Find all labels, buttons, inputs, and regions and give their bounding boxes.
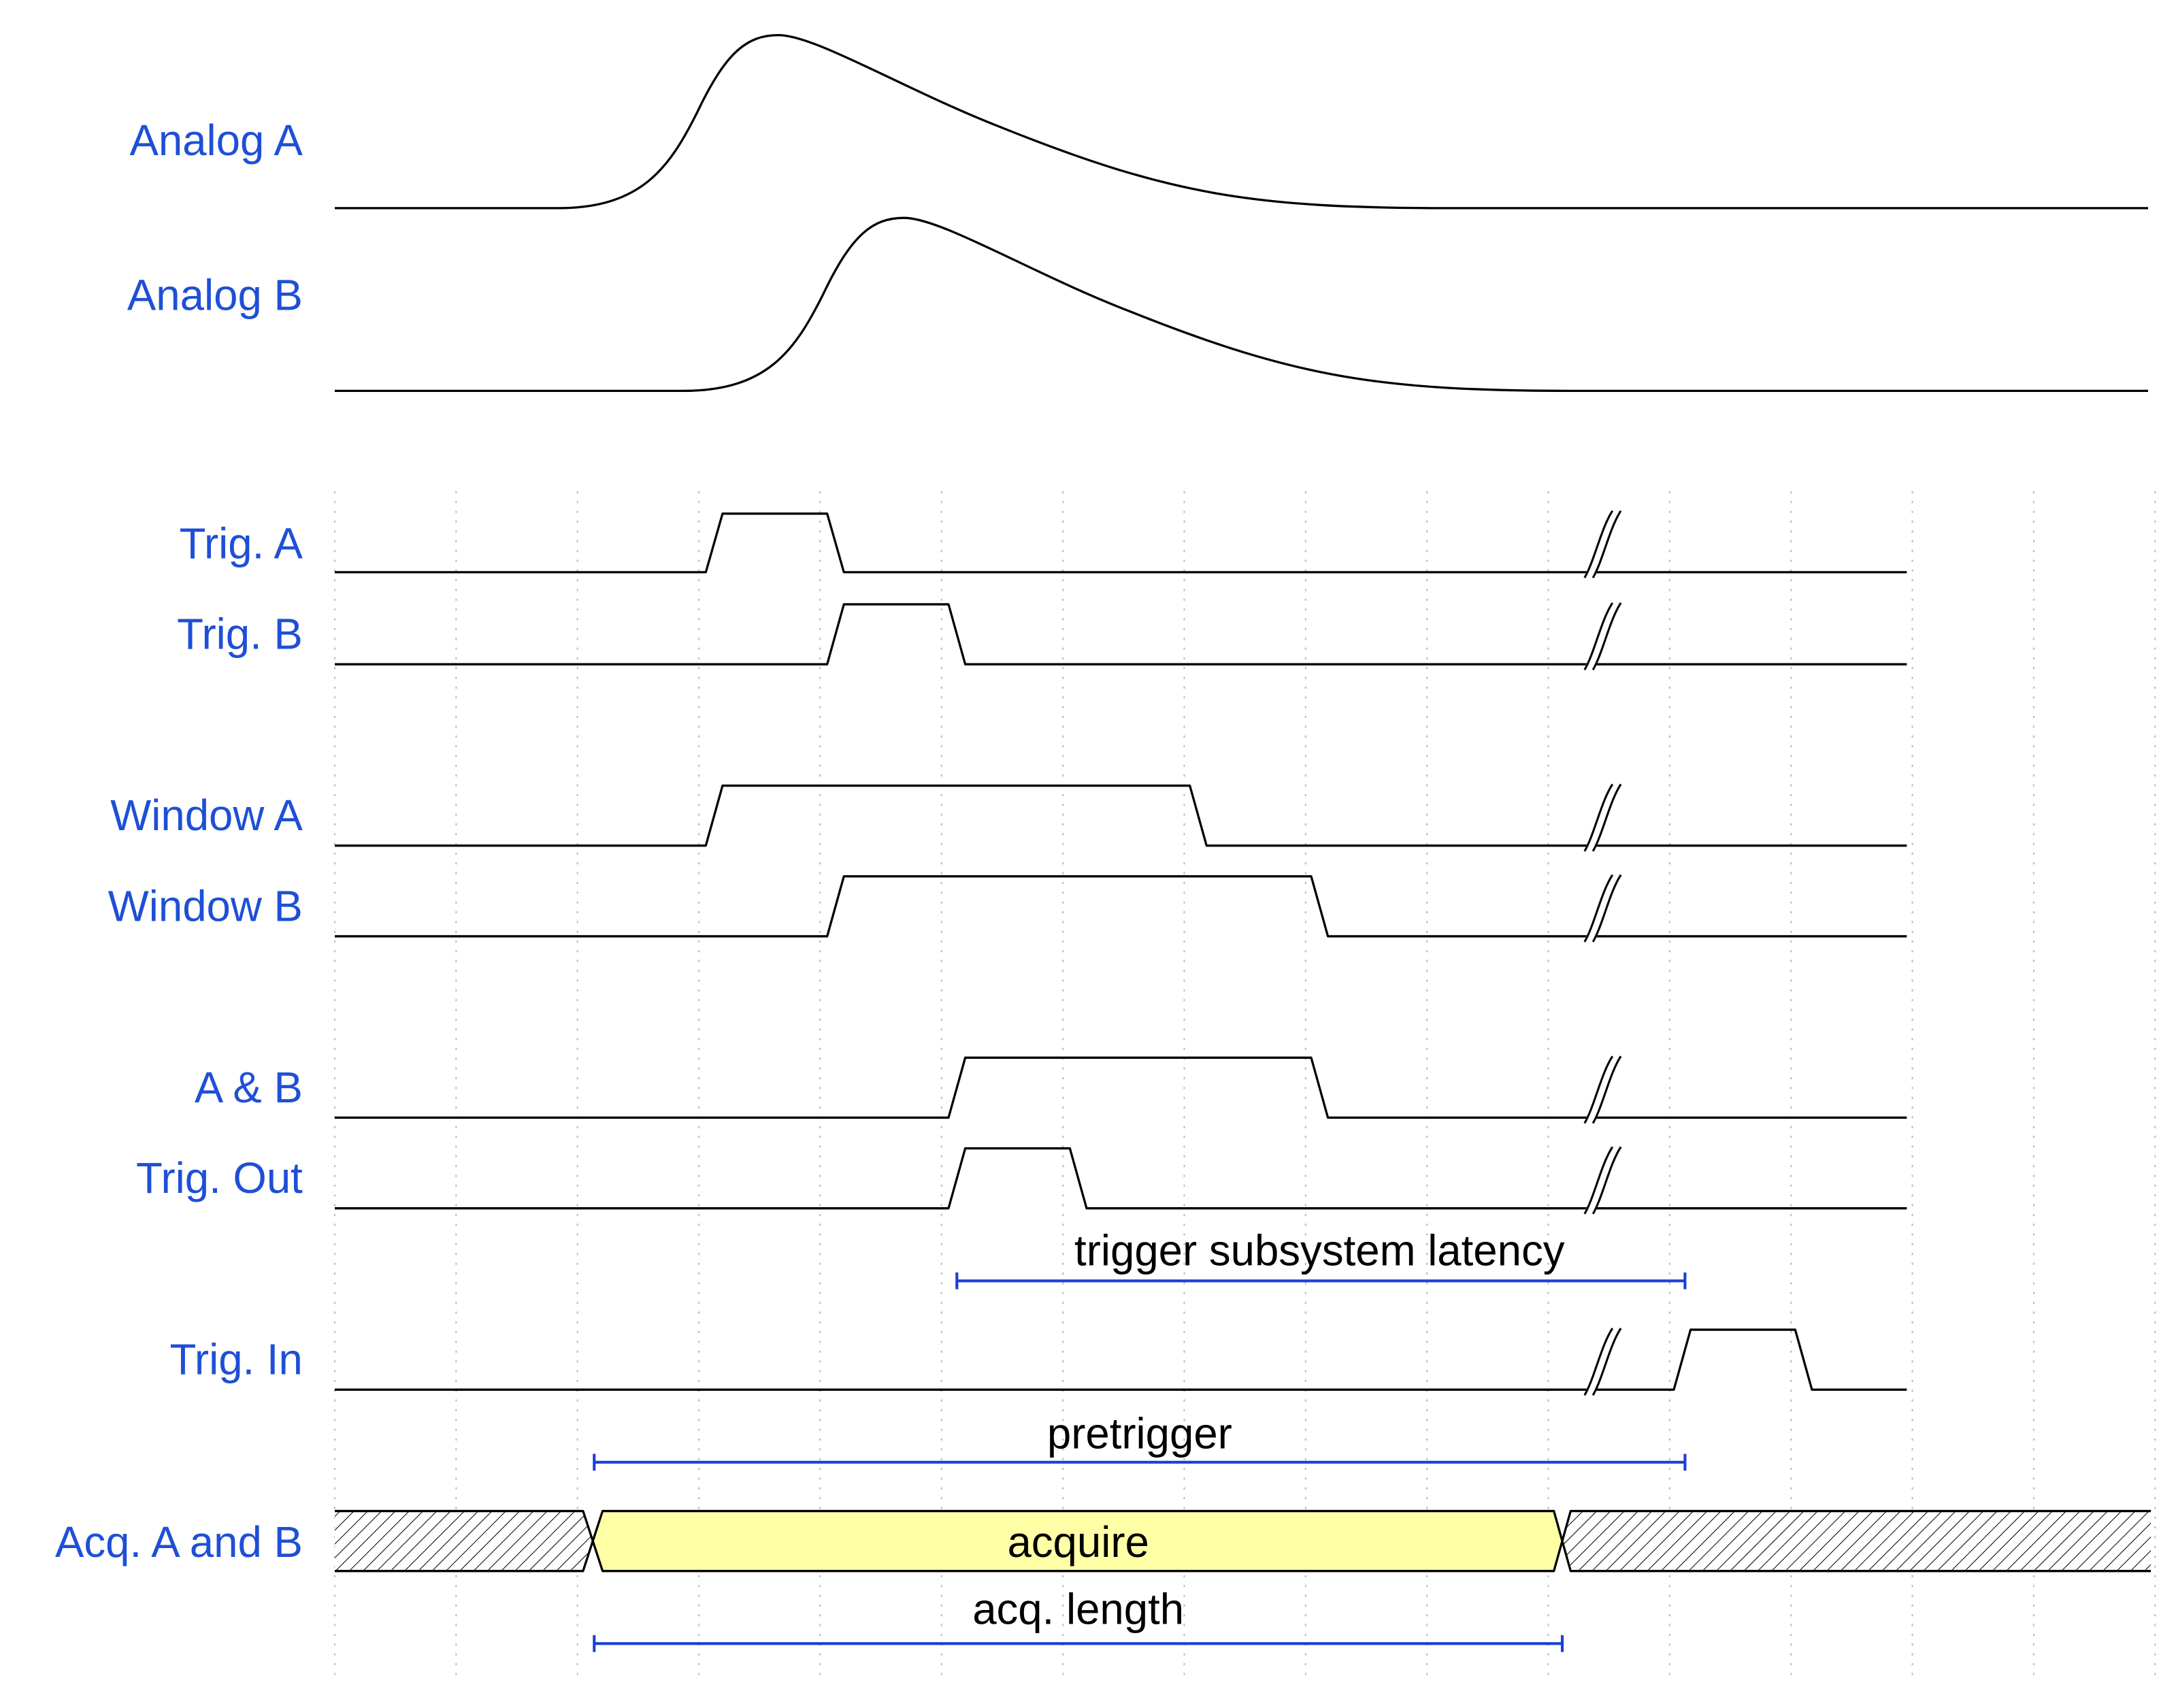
break-marker (1583, 1053, 1622, 1126)
wave-window-b (334, 875, 1907, 938)
label-acq-a-and-b: Acq. A and B (55, 1518, 303, 1566)
pretrigger-measure: pretrigger (593, 1409, 1687, 1471)
break-marker (1583, 1144, 1622, 1217)
label-trig-b: Trig. B (177, 610, 303, 659)
break-marker (1583, 781, 1622, 854)
wave-trig-a (334, 512, 1907, 574)
acq-bus: acquire (334, 1509, 2152, 1573)
label-a-and-b: A & B (195, 1064, 303, 1112)
pretrigger-label: pretrigger (1047, 1409, 1232, 1458)
label-trig-in: Trig. In (169, 1336, 302, 1384)
label-analog-a: Analog A (129, 116, 303, 165)
break-marker (1583, 1326, 1622, 1398)
acq-length-measure: acq. length (593, 1586, 1564, 1652)
wave-window-a (334, 784, 1907, 847)
wave-a-and-b (334, 1056, 1907, 1119)
label-analog-b: Analog B (127, 271, 303, 319)
acq-acquire-segment (594, 1511, 1562, 1571)
label-window-a: Window A (110, 791, 303, 840)
pretrigger-bar (593, 1454, 1687, 1471)
acq-idle-right (1562, 1511, 2152, 1571)
acq-bus-outline (334, 1509, 2152, 1573)
wave-analog-b (334, 216, 2148, 393)
wave-analog-a (334, 34, 2148, 210)
break-marker (1583, 508, 1622, 580)
latency-bar (955, 1272, 1687, 1290)
signal-labels: Analog A Analog B Trig. A Trig. B Window… (55, 116, 303, 1566)
time-break-markers (1583, 508, 1622, 1398)
wave-trig-in (334, 1328, 1907, 1391)
acq-idle-left (335, 1511, 592, 1571)
latency-label: trigger subsystem latency (1074, 1227, 1565, 1275)
time-grid (333, 491, 2156, 1680)
latency-measure: trigger subsystem latency (955, 1227, 1687, 1290)
acquire-label: acquire (1007, 1518, 1149, 1566)
label-trig-a: Trig. A (180, 519, 303, 568)
wave-trig-b (334, 603, 1907, 666)
break-marker (1583, 872, 1622, 945)
label-window-b: Window B (108, 882, 303, 930)
break-marker (1583, 600, 1622, 673)
wave-trig-out (334, 1147, 1907, 1210)
label-trig-out: Trig. Out (136, 1154, 303, 1202)
acq-length-label: acq. length (972, 1586, 1184, 1634)
acq-length-bar (593, 1635, 1564, 1652)
